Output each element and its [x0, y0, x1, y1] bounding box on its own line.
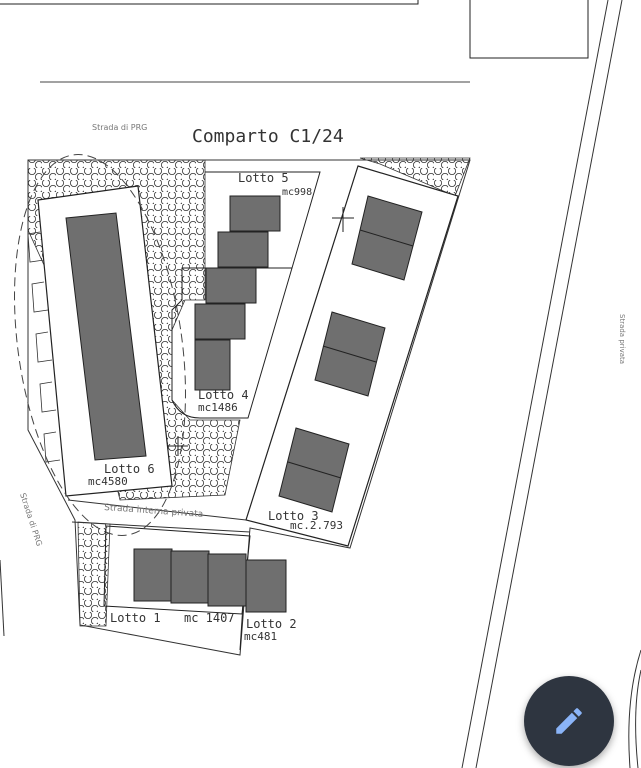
road-label-private-right: Strada privata [618, 314, 626, 364]
lot-1-building-1 [133, 548, 173, 602]
lot-4-boundary [171, 267, 293, 419]
lot-1-volume: mc 1407 [184, 611, 235, 625]
lot-6-dashed-outline [14, 154, 186, 536]
top-right-box [469, 0, 589, 59]
lot-5-building-1 [229, 195, 281, 232]
lot-3-building-3-divider [287, 461, 342, 479]
lot-4-label: Lotto 4 [198, 388, 249, 402]
road-curve-bottom-right-2 [635, 669, 641, 768]
road-label-prg-left: Strada di PRG [18, 492, 44, 547]
lot-2-label: Lotto 2 [246, 617, 297, 631]
lot-2-building-1 [245, 559, 287, 613]
road-line-left [0, 559, 5, 637]
edit-button[interactable] [524, 676, 614, 766]
road-label-internal: Strada interna privata [104, 503, 204, 520]
lot-3-label: Lotto 3 [268, 509, 319, 523]
lot-3-building-2-divider [322, 345, 377, 363]
lot-3-volume: mc.2.793 [290, 519, 343, 532]
internal-road-edge-bottom [71, 521, 251, 533]
lot-5-building-2 [217, 231, 269, 268]
road-curve-bottom-right [628, 649, 641, 768]
lot-6-label: Lotto 6 [104, 462, 155, 476]
lot-6-volume: mc4580 [88, 475, 128, 488]
lot-6-building [65, 212, 147, 461]
road-line-right-2 [475, 0, 623, 768]
road-line-right-1 [461, 0, 609, 768]
lot-6-parking [27, 231, 61, 463]
lot-1-building-3 [207, 553, 247, 607]
lot-4-building-2 [194, 303, 246, 340]
lot-5-label: Lotto 5 [238, 171, 289, 185]
site-boundary [27, 159, 471, 656]
lot-5-volume: mc998 [282, 187, 312, 198]
lot-4-volume: mc1486 [198, 401, 238, 414]
plan-title: Comparto C1/24 [192, 126, 344, 147]
lot-2-volume: mc481 [244, 630, 277, 643]
lot-4-building-1 [205, 267, 257, 304]
internal-road-edge-top [67, 499, 247, 521]
pencil-icon [556, 708, 582, 734]
lot-1-building-2 [170, 550, 210, 604]
road-label-prg-top: Strada di PRG [92, 123, 147, 132]
lot-1-label: Lotto 1 [110, 611, 161, 625]
lot-3-building-1-divider [359, 229, 414, 247]
top-frame-line [0, 0, 419, 5]
lot-4-building-3 [194, 339, 231, 391]
